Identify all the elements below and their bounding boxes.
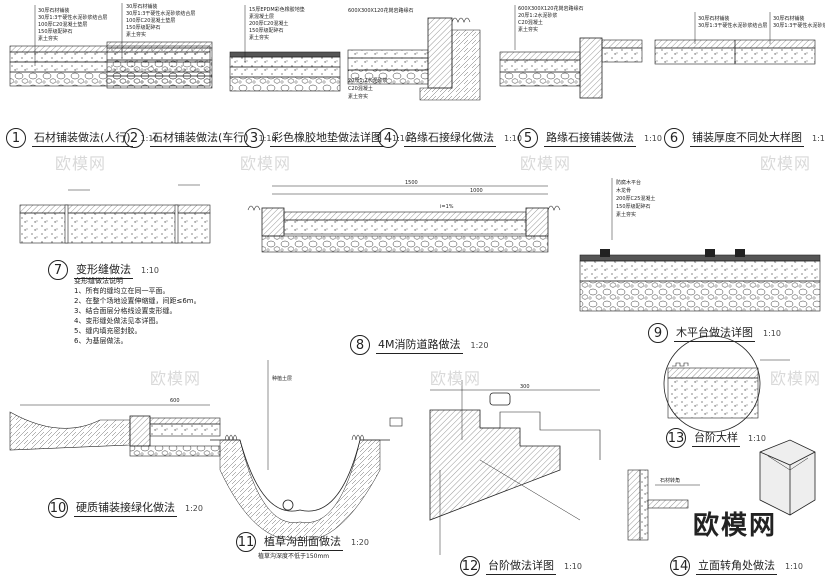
svg-text:素土夯实: 素土夯实 [348, 93, 368, 100]
svg-text:300: 300 [520, 384, 530, 390]
svg-text:30厚石材铺装: 30厚石材铺装 [773, 15, 804, 22]
svg-text:30厚1:3干硬性水泥砂浆结合层: 30厚1:3干硬性水泥砂浆结合层 [38, 14, 107, 21]
svg-text:30厚石材铺装: 30厚石材铺装 [38, 7, 69, 14]
detail-9-section: 防腐木平台 木龙骨 200厚C25混凝土 150厚级配碎石 素土夯实 [579, 178, 821, 312]
svg-text:20厚1:2水泥砂浆: 20厚1:2水泥砂浆 [518, 12, 557, 19]
svg-text:30厚1:3干硬性水泥砂浆结合层: 30厚1:3干硬性水泥砂浆结合层 [698, 22, 767, 29]
svg-text:150厚级配碎石: 150厚级配碎石 [126, 24, 161, 31]
detail-5-section: 600X300X120花岗岩路缘石 20厚1:2水泥砂浆 C20混凝土 素土夯实 [499, 5, 643, 99]
svg-text:100厚C20混凝土垫层: 100厚C20混凝土垫层 [38, 21, 87, 28]
detail-3-section: 15厚EPDM彩色橡胶地垫 素混凝土层 200厚C20混凝土 150厚级配碎石 … [229, 5, 341, 92]
svg-text:i=1%: i=1% [440, 204, 454, 210]
notes-item: 1、所有的缝均立在同一平面。 [74, 287, 170, 295]
svg-text:素混凝土层: 素混凝土层 [249, 13, 274, 20]
svg-text:20厚1:2水泥砂浆: 20厚1:2水泥砂浆 [348, 77, 387, 84]
svg-text:30厚石材铺装: 30厚石材铺装 [698, 15, 729, 22]
svg-text:1500: 1500 [405, 180, 418, 186]
svg-text:600X300X120花岗岩路缘石: 600X300X120花岗岩路缘石 [518, 5, 583, 12]
svg-text:150厚级配碎石: 150厚级配碎石 [38, 28, 73, 35]
svg-text:150厚级配碎石: 150厚级配碎石 [249, 27, 284, 34]
detail-12-section: 300 [429, 380, 601, 555]
svg-text:木龙骨: 木龙骨 [616, 187, 631, 194]
detail-14-section: 石材转角 [627, 439, 816, 541]
svg-text:素土夯实: 素土夯实 [38, 35, 58, 42]
corner-block-icon [759, 439, 816, 516]
detail-8-section: 1500 1000 i=1% [247, 180, 561, 253]
notes-item: 3、结合面层分格线设置变形缝。 [74, 307, 177, 315]
notes-item: 2、在整个场地设置伸缩缝，间距≤6m。 [74, 297, 201, 305]
svg-text:600X300X120花岗岩路缘石: 600X300X120花岗岩路缘石 [348, 7, 413, 14]
detail-4-section: 600X300X120花岗岩路缘石 20厚1:2水泥砂浆 C20混凝土 素土夯实 [347, 7, 481, 101]
svg-text:C20混凝土: C20混凝土 [348, 85, 373, 92]
svg-text:素土夯实: 素土夯实 [518, 26, 538, 33]
detail-1-labels: 30厚石材铺装 30厚1:3干硬性水泥砂浆结合层 100厚C20混凝土垫层 15… [38, 7, 107, 42]
svg-text:素土夯实: 素土夯实 [126, 31, 146, 38]
svg-text:1000: 1000 [470, 188, 483, 194]
detail-11-section: 种植土层 [210, 360, 403, 541]
svg-text:200厚C20混凝土: 200厚C20混凝土 [249, 20, 288, 27]
svg-text:素土夯实: 素土夯实 [249, 34, 269, 41]
detail-13-section [663, 335, 790, 433]
notes-heading: 变形缝做法说明 [74, 277, 123, 285]
notes-block: 变形缝做法说明 1、所有的缝均立在同一平面。 2、在整个场地设置伸缩缝，间距≤6… [74, 276, 274, 346]
notes-item: 4、变形缝处做法见本详图。 [74, 317, 163, 325]
detail-10-section: 600 [9, 398, 221, 457]
svg-text:种植土层: 种植土层 [272, 375, 292, 382]
svg-text:200厚C25混凝土: 200厚C25混凝土 [616, 195, 655, 202]
detail-11-note: 植草沟深度不低于150mm [258, 553, 330, 560]
detail-7-section [19, 184, 211, 244]
svg-text:150厚级配碎石: 150厚级配碎石 [616, 203, 651, 210]
svg-text:30厚1:3干硬性水泥砂浆结合层: 30厚1:3干硬性水泥砂浆结合层 [126, 10, 195, 17]
notes-item: 6、为基层做法。 [74, 337, 128, 345]
brand-logo: 欧模网 [692, 511, 777, 541]
svg-text:防腐木平台: 防腐木平台 [616, 179, 641, 186]
svg-text:15厚EPDM彩色橡胶地垫: 15厚EPDM彩色橡胶地垫 [249, 6, 305, 13]
detail-2-section: 30厚石材铺装 30厚1:3干硬性水泥砂浆结合层 100厚C20混凝土垫层 15… [106, 3, 213, 89]
svg-text:石材转角: 石材转角 [660, 477, 680, 484]
detail-6-section: 30厚石材铺装 30厚1:3干硬性水泥砂浆结合层 30厚石材铺装 30厚1:3干… [654, 12, 825, 65]
svg-text:30厚1:3干硬性水泥砂浆结合层: 30厚1:3干硬性水泥砂浆结合层 [773, 22, 825, 29]
notes-item: 5、缝内填充密封胶。 [74, 327, 142, 335]
svg-text:30厚石材铺装: 30厚石材铺装 [126, 3, 157, 10]
svg-text:100厚C20混凝土垫层: 100厚C20混凝土垫层 [126, 17, 175, 24]
svg-text:素土夯实: 素土夯实 [616, 211, 636, 218]
svg-text:600: 600 [170, 398, 180, 404]
svg-text:C20混凝土: C20混凝土 [518, 19, 543, 26]
